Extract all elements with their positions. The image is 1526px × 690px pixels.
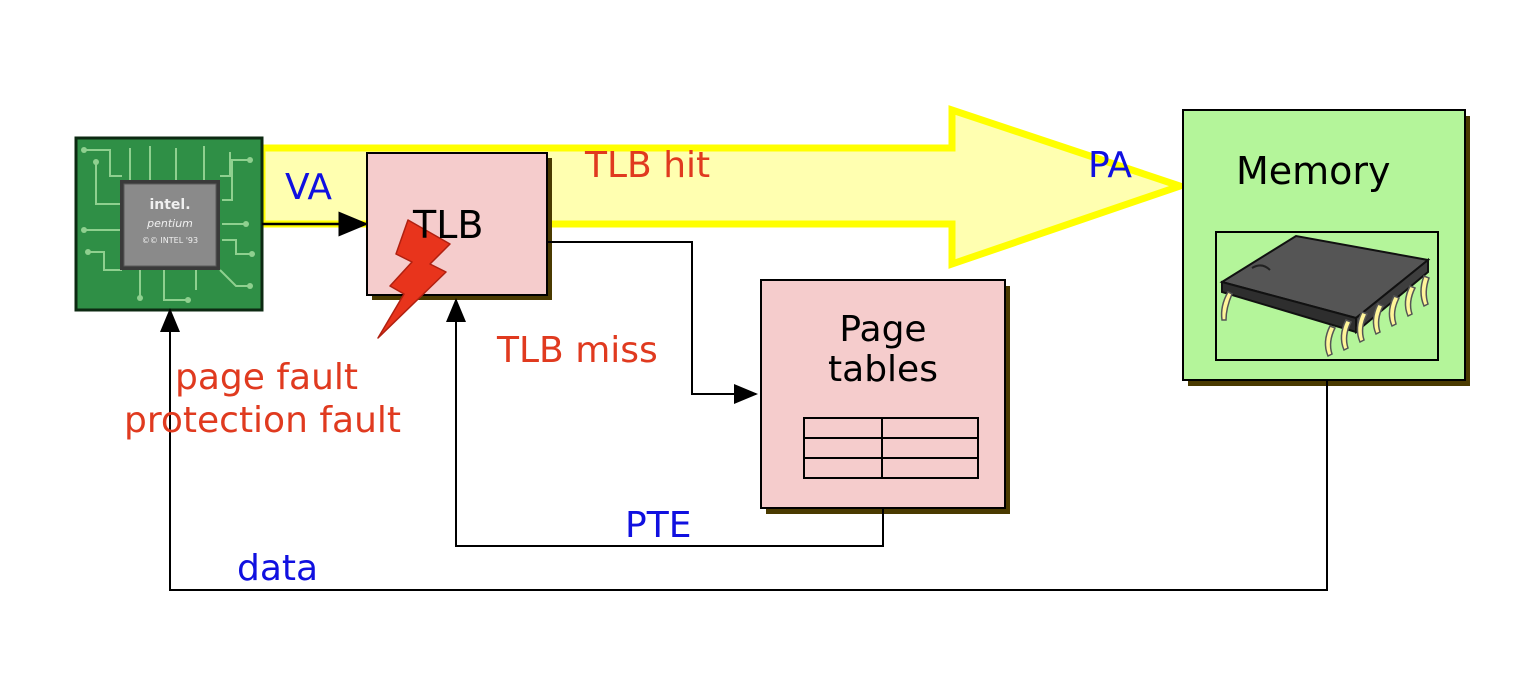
page-fault-label: page fault [175,357,359,398]
page-tables-label-line1: Page [839,309,927,350]
page-table-grid-icon [803,417,979,479]
tlb-box [366,152,552,300]
pa-label: PA [1088,145,1133,186]
chip-model-text: pentium [146,217,193,230]
pte-arrow [446,298,884,547]
page-tables-label: Page tables [761,310,1005,390]
chip-copyright-text: ©© INTEL '93 [142,236,198,245]
chip-brand-text: intel. [149,197,190,213]
memory-label: Memory [1236,149,1391,193]
protection-fault-label: protection fault [124,400,402,441]
memory-chip-icon [1219,234,1431,358]
tlb-miss-label: TLB miss [497,330,658,371]
va-label: VA [285,167,332,208]
data-arrow [160,308,1328,591]
page-tables-label-line2: tables [828,349,938,390]
fault-lightning-icon [377,219,451,339]
tlb-hit-label: TLB hit [585,145,711,186]
data-label: data [237,548,319,589]
cpu-icon: intel. pentium ©© INTEL '93 [74,136,264,312]
tlb-miss-arrow [548,241,758,404]
pte-label: PTE [625,505,692,546]
memory-box [1182,109,1470,386]
tlb-label: TLB [413,203,484,247]
page-tables-box [760,279,1010,514]
